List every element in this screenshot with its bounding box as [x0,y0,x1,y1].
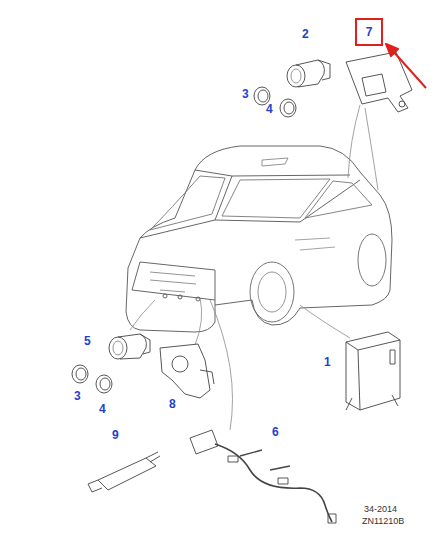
callout-number: 3 [242,88,249,100]
callout-number: 9 [112,429,119,441]
pointer-arrow [386,44,426,88]
callout-box: 7 [355,18,383,46]
drawing-code: 34-2014 [364,505,397,514]
drawing-code: ZN11210B [362,517,404,526]
leader-lines [130,105,378,430]
callout-number: 2 [302,28,309,40]
callout-number: 4 [99,403,106,415]
parking-sensor [109,334,150,359]
callout-number: 4 [266,103,273,115]
parking-sensor [287,60,330,87]
sensor-rings [254,87,296,117]
callout-number: 5 [84,335,91,347]
control-module [346,332,400,410]
callout-number: 7 [366,26,373,38]
callout-number: 1 [324,356,331,368]
callout-number: 6 [272,426,279,438]
car-outline [126,146,392,332]
sensor-bracket [160,344,214,398]
callout-number: 3 [74,390,81,402]
adhesive-tube [88,452,160,492]
wiring-harness [190,430,336,523]
sensor-rings [72,365,112,393]
callout-number: 8 [169,398,176,410]
